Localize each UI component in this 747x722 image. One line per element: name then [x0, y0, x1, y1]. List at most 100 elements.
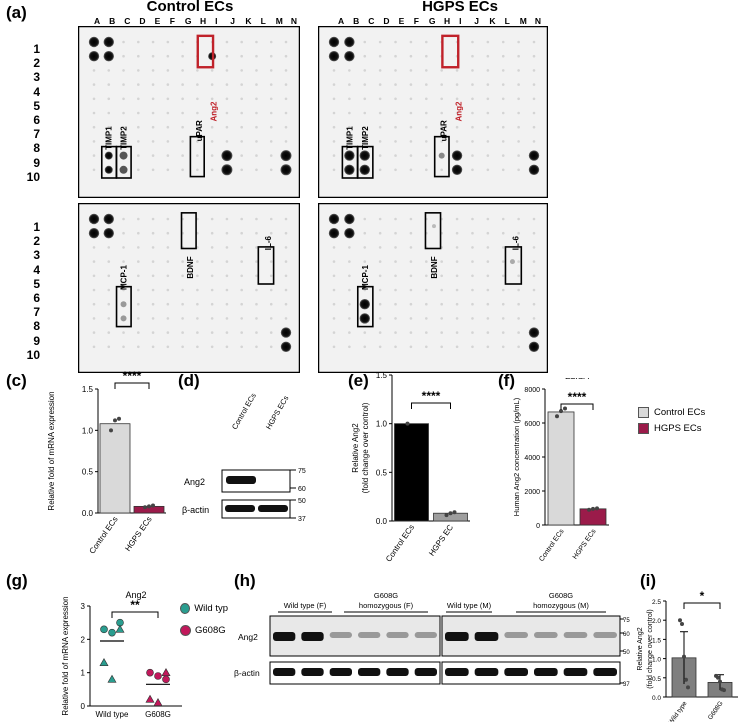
faint-spot	[137, 246, 140, 249]
faint-spot	[122, 231, 125, 235]
faint-spot	[532, 69, 536, 72]
faint-spot	[225, 83, 229, 86]
faint-spot	[166, 125, 170, 129]
lane-label: HGPS ECs	[264, 394, 291, 431]
faint-spot	[532, 83, 536, 86]
spot-label: BDNF	[186, 256, 195, 278]
faint-spot	[269, 69, 273, 72]
highlight-box	[115, 285, 132, 328]
faint-spot	[378, 111, 382, 115]
data-point	[99, 658, 109, 666]
data-point	[716, 675, 720, 680]
faint-spot	[225, 246, 229, 249]
faint-spot	[517, 69, 520, 72]
faint-spot	[455, 125, 459, 129]
faint-spot	[409, 345, 413, 349]
faint-spot	[425, 345, 428, 349]
faint-spot	[151, 125, 155, 129]
data-point	[448, 511, 453, 516]
faint-spot	[122, 260, 125, 263]
faint-spot	[284, 111, 288, 115]
data-point	[115, 624, 125, 633]
faint-spot	[166, 274, 170, 278]
column-label: D	[139, 16, 145, 26]
faint-spot	[471, 317, 474, 320]
membrane	[318, 203, 548, 373]
faint-spot	[501, 140, 505, 143]
row-label: Ang2	[184, 477, 205, 487]
faint-spot	[137, 331, 140, 334]
y-axis-label: Relative Ang2	[637, 627, 644, 670]
faint-spot	[196, 125, 199, 129]
marker-label: 50	[298, 498, 306, 505]
faint-spot	[363, 260, 367, 263]
data-point	[563, 406, 567, 411]
column-label: K	[489, 16, 496, 26]
array-spot	[103, 36, 114, 48]
faint-spot	[394, 317, 397, 320]
faint-spot	[486, 83, 490, 86]
array-spot	[88, 36, 100, 48]
y-tick-label: 1	[81, 669, 86, 678]
faint-spot	[284, 40, 288, 44]
faint-spot	[394, 246, 397, 249]
faint-spot	[348, 260, 351, 263]
band	[504, 668, 528, 676]
faint-spot	[378, 140, 382, 143]
significance-bracket	[111, 611, 159, 618]
data-point	[587, 507, 591, 512]
faint-spot	[455, 231, 459, 235]
column-label: E	[399, 16, 405, 26]
faint-spot	[166, 69, 170, 72]
faint-spot	[394, 125, 397, 129]
faint-spot	[501, 54, 505, 58]
faint-spot	[269, 345, 273, 349]
bar	[579, 508, 607, 526]
faint-spot	[122, 83, 125, 86]
faint-spot	[532, 97, 536, 101]
band	[329, 632, 352, 638]
row-label: 1	[33, 42, 40, 56]
band	[414, 632, 437, 638]
faint-spot	[107, 317, 111, 320]
membrane	[78, 203, 300, 373]
faint-spot	[440, 274, 443, 278]
row-label: 7	[33, 305, 40, 320]
faint-spot	[284, 246, 288, 249]
band	[386, 632, 409, 638]
faint-spot	[486, 97, 490, 101]
faint-spot	[501, 231, 505, 235]
data-point	[722, 688, 726, 693]
faint-spot	[471, 168, 474, 172]
array-spot	[119, 151, 128, 160]
faint-spot	[425, 302, 428, 306]
marker-label: 37	[623, 682, 630, 688]
faint-spot	[409, 140, 413, 143]
faint-spot	[122, 125, 125, 129]
faint-spot	[196, 154, 199, 157]
spot-label: Ang2	[455, 101, 464, 122]
faint-spot	[225, 140, 229, 143]
faint-spot	[92, 140, 96, 143]
faint-spot	[532, 288, 536, 292]
legend-dot-g608g	[180, 625, 191, 636]
faint-spot	[166, 246, 170, 249]
faint-spot	[269, 83, 273, 86]
faint-spot	[137, 83, 140, 86]
faint-spot	[240, 97, 243, 101]
faint-spot	[269, 260, 273, 263]
faint-spot	[137, 288, 140, 292]
faint-spot	[486, 111, 490, 115]
faint-spot	[471, 274, 474, 278]
faint-spot	[517, 111, 520, 115]
faint-spot	[501, 317, 505, 320]
band	[329, 668, 352, 676]
faint-spot	[332, 97, 336, 101]
data-point	[113, 418, 117, 423]
faint-spot	[284, 97, 288, 101]
row-label: 8	[33, 319, 40, 334]
significance-label: ****	[123, 369, 142, 383]
significance-bracket	[114, 382, 150, 389]
